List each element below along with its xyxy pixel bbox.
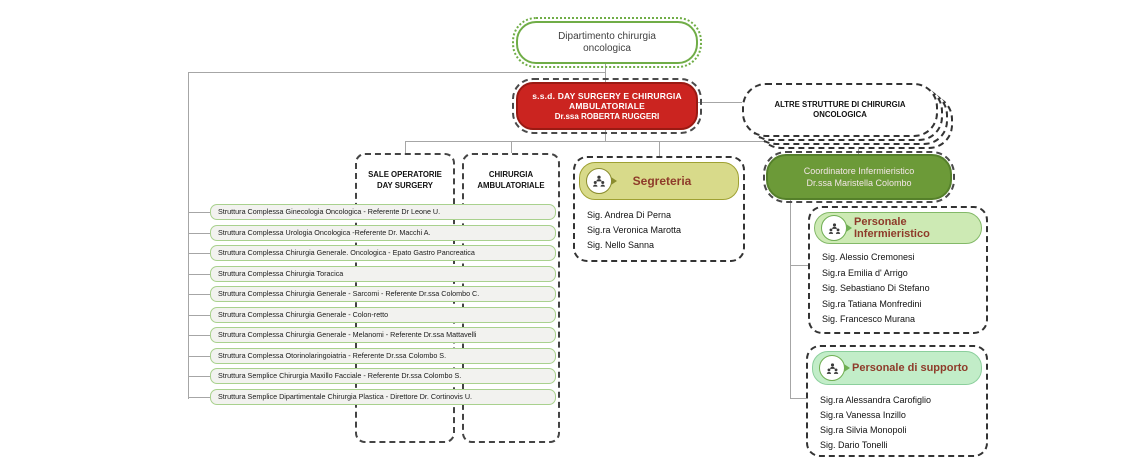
- connector-line: [188, 376, 210, 377]
- node-personale-infermieristico: Personale Infermieristico Sig. Alessio C…: [808, 206, 988, 334]
- struttura-row: Struttura Complessa Chirurgia Generale -…: [210, 307, 556, 323]
- connector-line: [605, 60, 606, 82]
- node-altre-strutture-label: ONCOLOGICA: [813, 110, 867, 119]
- connector-line: [188, 253, 210, 254]
- node-day-surgery-label: s.s.d. DAY SURGERY E CHIRURGIA: [532, 90, 682, 101]
- connector-line: [188, 315, 210, 316]
- connector-line: [790, 265, 808, 266]
- org-people-icon: [826, 362, 838, 374]
- connector-line: [188, 212, 210, 213]
- node-day-surgery-referent: Dr.ssa ROBERTA RUGGERI: [554, 111, 660, 121]
- member-name: Sig.ra Veronica Marotta: [587, 225, 682, 235]
- connector-line: [694, 102, 742, 103]
- connector-line: [405, 141, 406, 153]
- connector-line: [659, 141, 660, 156]
- connector-line: [605, 126, 606, 141]
- node-sale-operatorie-label: DAY SURGERY: [376, 181, 434, 190]
- member-name: Sig. Dario Tonelli: [820, 440, 888, 450]
- struttura-row: Struttura Complessa Chirurgia Generale -…: [210, 327, 556, 343]
- connector-line: [188, 294, 210, 295]
- connector-line: [188, 72, 189, 399]
- connector-line: [188, 274, 210, 275]
- struttura-row: Struttura Complessa Ginecologia Oncologi…: [210, 204, 556, 220]
- member-name: Sig.ra Emilia d' Arrigo: [822, 267, 908, 278]
- personale-infermieristico-header: Personale Infermieristico: [814, 212, 982, 244]
- member-name: Sig. Francesco Murana: [822, 314, 916, 324]
- node-dipartimento-label: Dipartimento chirurgia: [558, 30, 656, 42]
- node-dipartimento-label: oncologica: [583, 42, 631, 54]
- org-people-icon: [819, 355, 845, 381]
- member-name: Sig.ra Silvia Monopoli: [820, 425, 907, 435]
- struttura-row: Struttura Semplice Dipartimentale Chirur…: [210, 389, 556, 405]
- node-coordinatore-label: Coordinatore Infermieristico: [803, 166, 915, 176]
- connector-line: [188, 356, 210, 357]
- org-people-icon: [586, 168, 612, 194]
- node-dipartimento: Dipartimento chirurgia oncologica: [512, 17, 702, 68]
- org-people-icon: [821, 215, 847, 241]
- segreteria-members: Sig. Andrea Di Perna Sig.ra Veronica Mar…: [587, 208, 681, 253]
- connector-line: [790, 398, 806, 399]
- member-name: Sig. Nello Sanna: [587, 240, 655, 250]
- connector-line: [511, 141, 512, 153]
- connector-line: [188, 72, 605, 73]
- connector-line: [790, 196, 791, 399]
- member-name: Sig.ra Tatiana Monfredini: [822, 298, 922, 309]
- node-sale-operatorie-label: SALE OPERATORIE: [368, 170, 442, 179]
- node-coordinatore: Coordinatore Infermieristico Dr.ssa Mari…: [763, 151, 955, 203]
- node-chirurgia-ambulatoriale-label: AMBULATORIALE: [477, 181, 545, 190]
- struttura-row: Struttura Semplice Chirurgia Maxillo Fac…: [210, 368, 556, 384]
- member-name: Sig.ra Alessandra Carofiglio: [820, 395, 932, 405]
- personale-infermieristico-title: Personale Infermieristico: [854, 216, 930, 240]
- struttura-row: Struttura Complessa Chirurgia Generale -…: [210, 286, 556, 302]
- segreteria-header: Segreteria: [579, 162, 739, 200]
- node-personale-supporto: Personale di supporto Sig.ra Alessandra …: [806, 345, 988, 457]
- personale-supporto-title: Personale di supporto: [852, 362, 969, 374]
- member-name: Sig. Alessio Cremonesi: [822, 252, 915, 262]
- connector-line: [188, 233, 210, 234]
- member-name: Sig. Sebastiano Di Stefano: [822, 283, 930, 293]
- struttura-row: Struttura Complessa Chirurgia Toracica: [210, 266, 556, 282]
- member-name: Sig. Andrea Di Perna: [587, 210, 672, 220]
- org-people-icon: [593, 175, 605, 187]
- connector-line: [188, 397, 210, 398]
- struttura-row: Struttura Complessa Otorinolaringoiatria…: [210, 348, 556, 364]
- personale-supporto-members: Sig.ra Alessandra Carofiglio Sig.ra Vane…: [820, 393, 931, 453]
- struttura-row: Struttura Complessa Chirurgia Generale. …: [210, 245, 556, 261]
- node-coordinatore-referent: Dr.ssa Maristella Colombo: [806, 178, 912, 188]
- connector-line: [188, 335, 210, 336]
- node-altre-strutture: ALTRE STRUTTURE DI CHIRURGIA ONCOLOGICA: [742, 83, 953, 149]
- node-chirurgia-ambulatoriale-label: CHIRURGIA: [488, 170, 534, 179]
- node-day-surgery-label: AMBULATORIALE: [569, 100, 645, 111]
- struttura-row: Struttura Complessa Urologia Oncologica …: [210, 225, 556, 241]
- org-people-icon: [828, 222, 840, 234]
- node-altre-strutture-card: ALTRE STRUTTURE DI CHIRURGIA ONCOLOGICA: [742, 83, 938, 137]
- connector-line: [405, 141, 858, 142]
- personale-infermieristico-members: Sig. Alessio Cremonesi Sig.ra Emilia d' …: [822, 250, 930, 328]
- member-name: Sig.ra Vanessa Inzillo: [820, 410, 906, 420]
- personale-supporto-header: Personale di supporto: [812, 351, 982, 385]
- node-day-surgery: s.s.d. DAY SURGERY E CHIRURGIA AMBULATOR…: [512, 78, 702, 134]
- node-altre-strutture-label: ALTRE STRUTTURE DI CHIRURGIA: [774, 100, 906, 109]
- segreteria-title: Segreteria: [632, 174, 692, 188]
- node-segreteria: Segreteria Sig. Andrea Di Perna Sig.ra V…: [573, 156, 745, 262]
